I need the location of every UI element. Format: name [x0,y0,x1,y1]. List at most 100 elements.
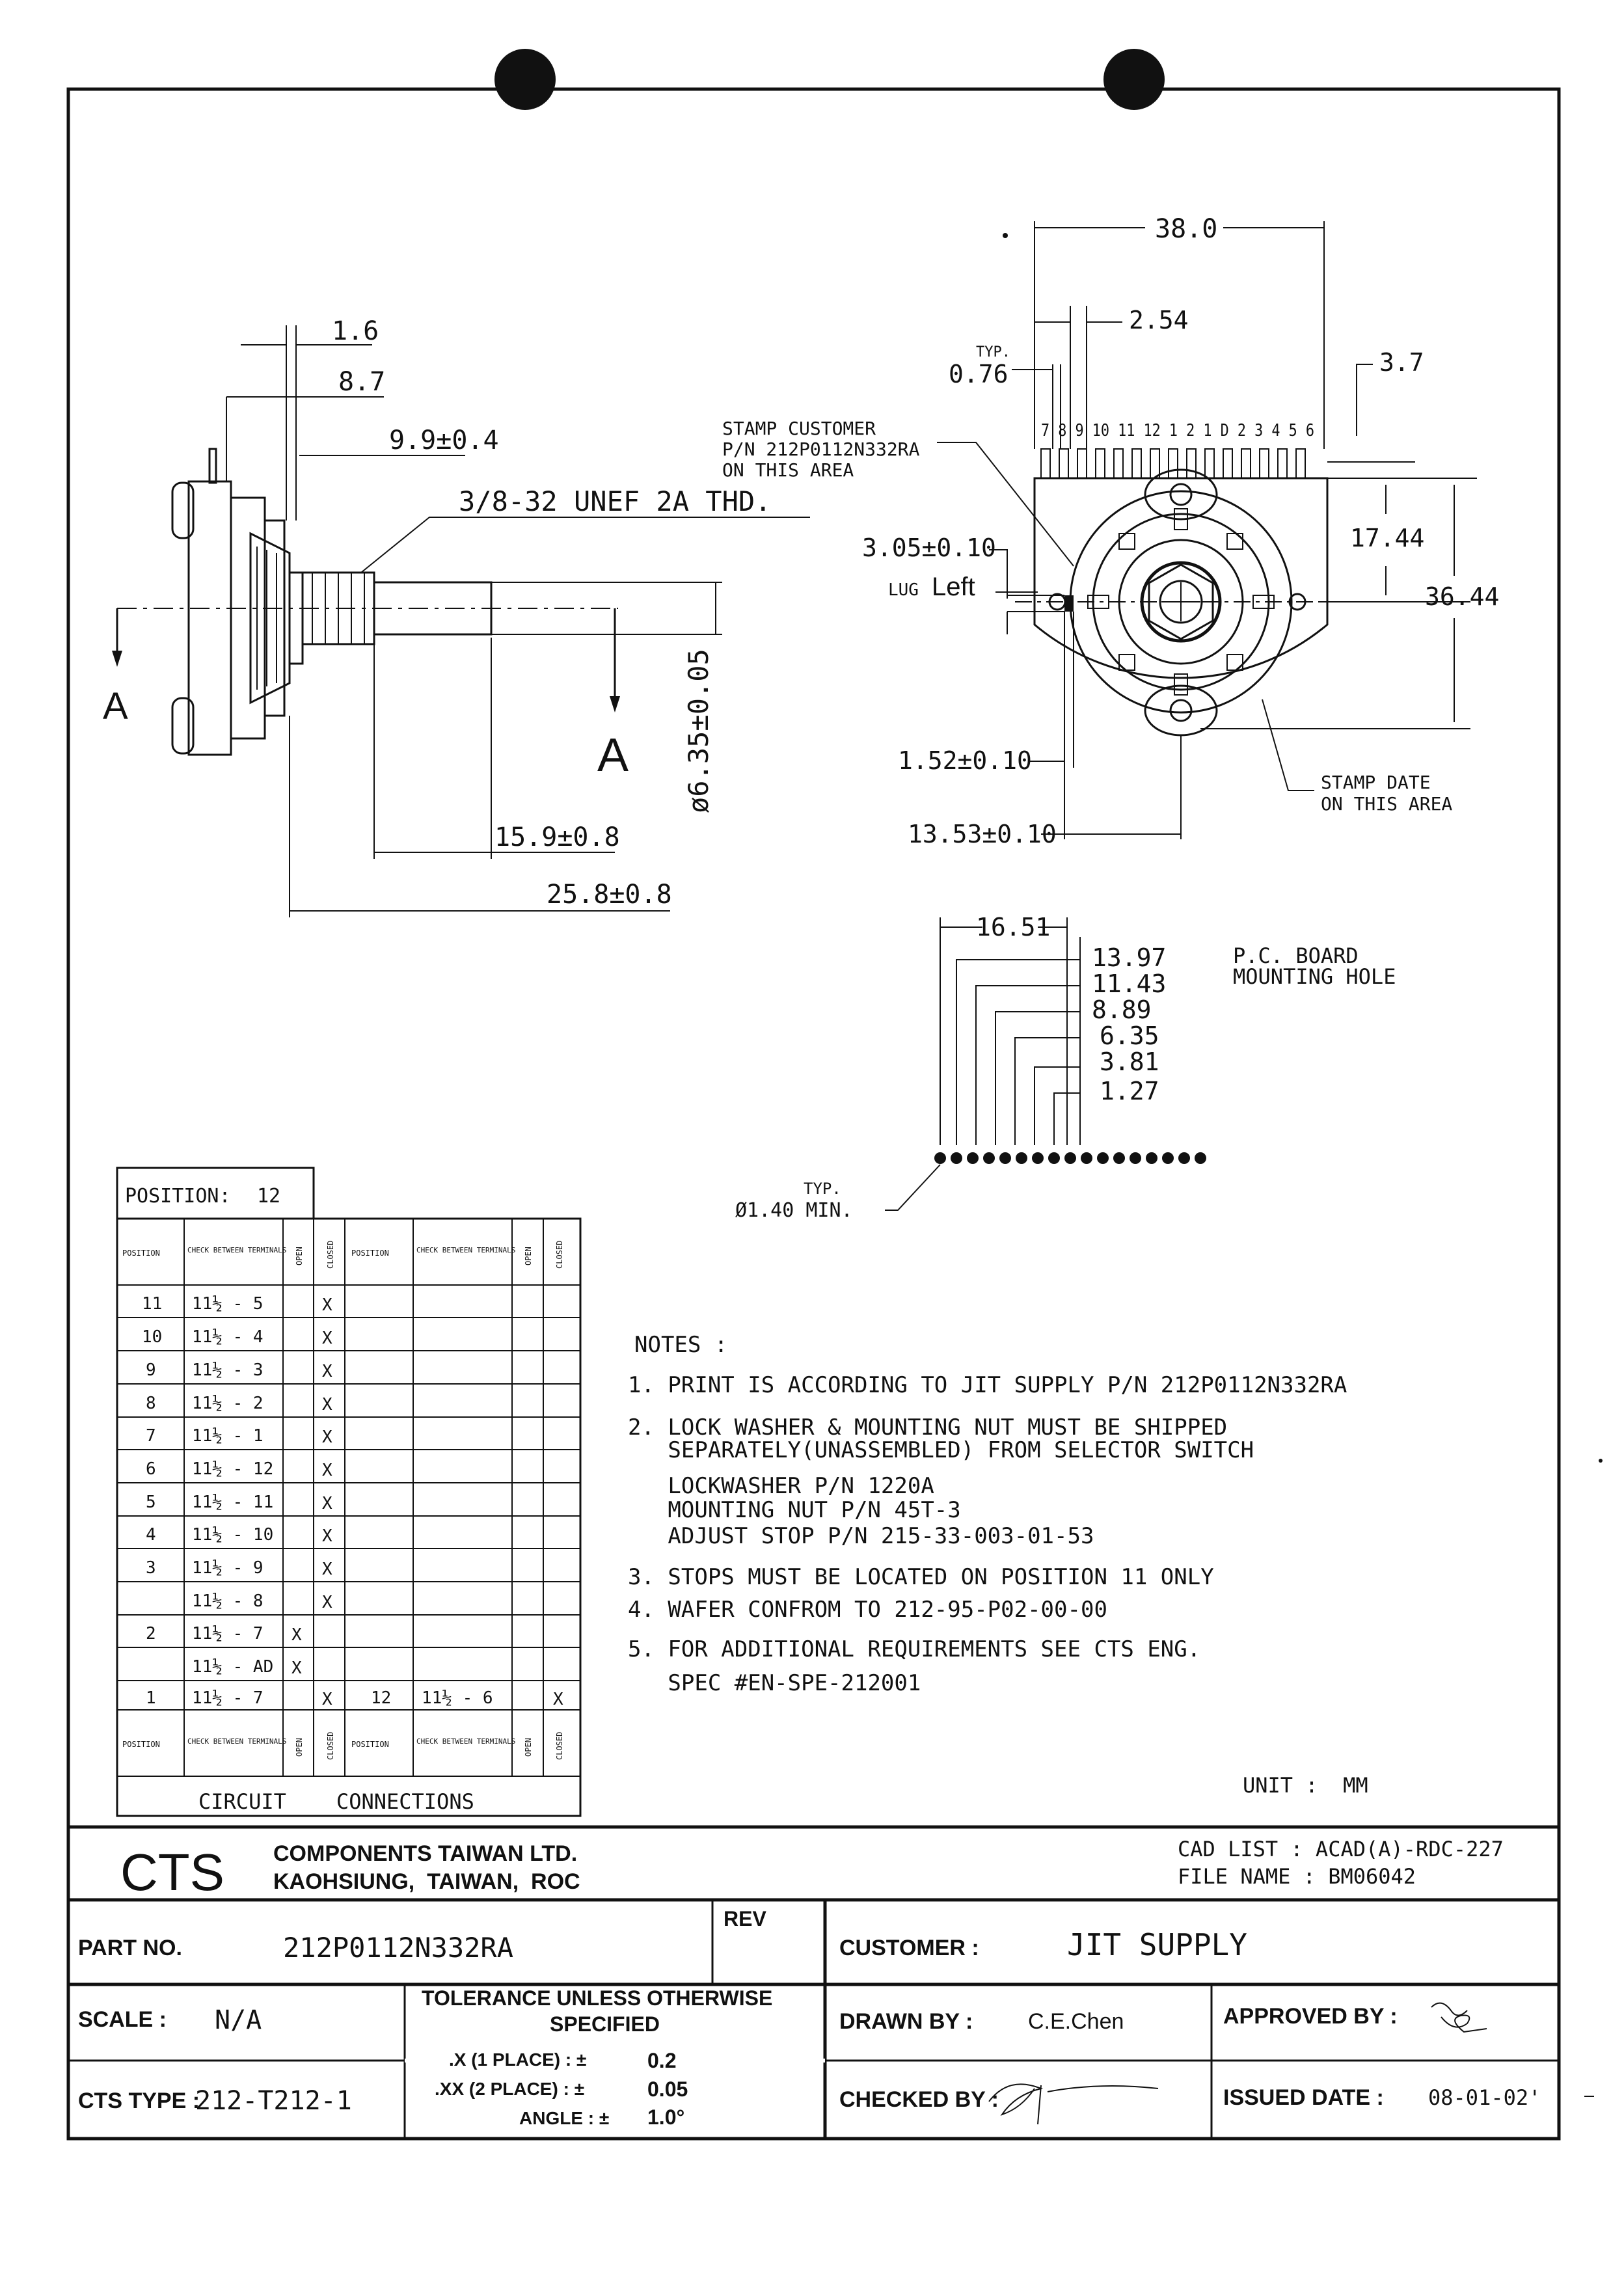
unit-label: UNIT : MM [1243,1773,1368,1798]
circuit-connections-footer: CIRCUIT CONNECTIONS [198,1789,474,1814]
scale-label: SCALE : [78,2007,167,2032]
r4-cls: X [322,1427,332,1447]
pcb-title-line2: MOUNTING HOLE [1233,964,1396,989]
dim-13-53: 13.53±0.10 [908,820,1057,848]
bh-open-1: OPEN [295,1738,304,1757]
r12-chk: 11½ - 7 [192,1688,264,1708]
th-open-1: OPEN [295,1247,304,1265]
terminal-pins [1040,448,1306,479]
r12-pos2: 12 [371,1688,391,1708]
r6-chk: 11½ - 11 [192,1493,273,1512]
note-line-5: MOUNTING NUT P/N 45T-3 [628,1497,961,1523]
th-position-2: POSITION [351,1249,389,1258]
customer-label: CUSTOMER : [839,1936,979,1960]
circuit-connections-table: POSITION: 12 POSITION CHECK BETWEEN TERM… [116,1167,582,1817]
section-a-left-label: A [103,685,128,727]
r1-chk: 11½ - 4 [192,1327,264,1347]
stamp-customer-line2: P/N 212P0112N332RA [722,439,920,460]
tolerance-title-1: TOLERANCE UNLESS OTHERWISE [422,1986,772,2010]
typ-label-076: TYP. [976,344,1010,360]
bh-closed-2: CLOSED [555,1732,564,1760]
bh-check-1: CHECK BETWEEN TERMINALS [187,1737,286,1746]
dim-25-8: 25.8±0.8 [547,880,672,910]
r6-cls: X [322,1494,332,1513]
dim-diameter: ø6.35±0.05 [683,649,714,813]
company-line1: COMPONENTS TAIWAN LTD. [273,1841,577,1866]
r0-chk: 11½ - 5 [192,1294,264,1314]
file-name: FILE NAME : BM06042 [1178,1864,1416,1889]
dim-9-9: 9.9±0.4 [389,426,499,455]
th-open-2: OPEN [524,1247,533,1265]
r4-chk: 11½ - 1 [192,1426,264,1446]
note-line-10: SPEC #EN-SPE-212001 [628,1670,921,1696]
pcb-title-line1: P.C. BOARD [1233,943,1359,968]
stamp-date-line1: STAMP DATE [1321,772,1431,793]
r2-pos: 9 [146,1360,156,1380]
binder-hole-right [1103,49,1165,110]
note-line-6: ADJUST STOP P/N 215-33-003-01-53 [628,1523,1094,1549]
rev-label: REV [724,1907,766,1930]
r7-pos: 4 [146,1525,156,1545]
th-closed-1: CLOSED [326,1241,335,1269]
r11-opn: X [291,1658,302,1678]
pcb-dim-3-81: 3.81 [1100,1048,1159,1076]
tol-x-value: 0.2 [647,2049,676,2072]
sheet-border [66,87,1561,2141]
th-check-2: CHECK BETWEEN TERMINALS [416,1246,515,1254]
cts-logo: CTS [120,1843,224,1901]
notes-heading: NOTES : [634,1332,727,1358]
tol-angle-label: ANGLE : ± [519,2108,609,2128]
tol-angle-value: 1.0° [647,2105,684,2129]
note-line-4: LOCKWASHER P/N 1220A [628,1473,934,1499]
tolerance-title-2: SPECIFIED [550,2012,660,2036]
r10-opn: X [291,1625,302,1645]
tol-xx-value: 0.05 [647,2077,688,2101]
r2-chk: 11½ - 3 [192,1360,264,1380]
pcb-dim-6-35: 6.35 [1100,1021,1159,1050]
company-line2: KAOHSIUNG, TAIWAN, ROC [273,1869,580,1894]
r3-cls: X [322,1395,332,1414]
r12-pos: 1 [146,1688,156,1708]
note-line-3: SEPARATELY(UNASSEMBLED) FROM SELECTOR SW… [628,1437,1254,1463]
r5-chk: 11½ - 12 [192,1459,273,1479]
r12-cls2: X [553,1690,563,1709]
dim-38: 38.0 [1155,214,1217,244]
r9-chk: 11½ - 8 [192,1591,264,1611]
stamp-customer-line1: STAMP CUSTOMER [722,418,876,439]
r5-cls: X [322,1461,332,1480]
r6-pos: 5 [146,1493,156,1512]
note-line-7: 3. STOPS MUST BE LOCATED ON POSITION 11 … [628,1564,1214,1590]
dim-17-44: 17.44 [1350,524,1424,552]
r8-cls: X [322,1560,332,1579]
dim-36-44: 36.44 [1425,582,1499,611]
r1-cls: X [322,1329,332,1348]
r12-cls: X [322,1690,332,1709]
note-line-2: 2. LOCK WASHER & MOUNTING NUT MUST BE SH… [628,1414,1227,1440]
r1-pos: 10 [142,1327,162,1347]
terminal-labels: 7 8 9 10 11 12 1 2 1 D 2 3 4 5 6 [1041,421,1314,440]
dim-2-54: 2.54 [1129,306,1189,334]
r7-cls: X [322,1526,332,1546]
cts-type-value: 212-T212-1 [195,2086,352,2116]
note-line-8: 4. WAFER CONFROM TO 212-95-P02-00-00 [628,1597,1107,1623]
pcb-dim-1-27: 1.27 [1100,1077,1159,1105]
scale-value: N/A [215,2005,262,2035]
side-view: A A 1.6 8.7 9.9±0.4 3/8-32 UNEF 2A THD. … [103,316,810,917]
stamp-date-line2: ON THIS AREA [1321,793,1452,815]
dim-8-7: 8.7 [338,367,385,397]
drawn-by-label: DRAWN BY : [839,2009,973,2034]
note-line-9: 5. FOR ADDITIONAL REQUIREMENTS SEE CTS E… [628,1636,1200,1662]
cts-type-label: CTS TYPE : [78,2089,200,2113]
r10-pos: 2 [146,1624,156,1643]
title-block: CTS COMPONENTS TAIWAN LTD. KAOHSIUNG, TA… [68,1825,1559,2139]
front-view: 7 8 9 10 11 12 1 2 1 D 2 3 4 5 6 [722,214,1499,848]
r2-cls: X [322,1362,332,1381]
r3-chk: 11½ - 2 [192,1394,264,1413]
bh-closed-1: CLOSED [326,1732,335,1760]
r0-pos: 11 [142,1294,162,1314]
pcb-holes [934,1152,1206,1164]
checked-by-label: CHECKED BY : [839,2087,999,2112]
r12-chk2: 11½ - 6 [422,1688,493,1708]
lug-prefix: LUG [888,580,919,600]
